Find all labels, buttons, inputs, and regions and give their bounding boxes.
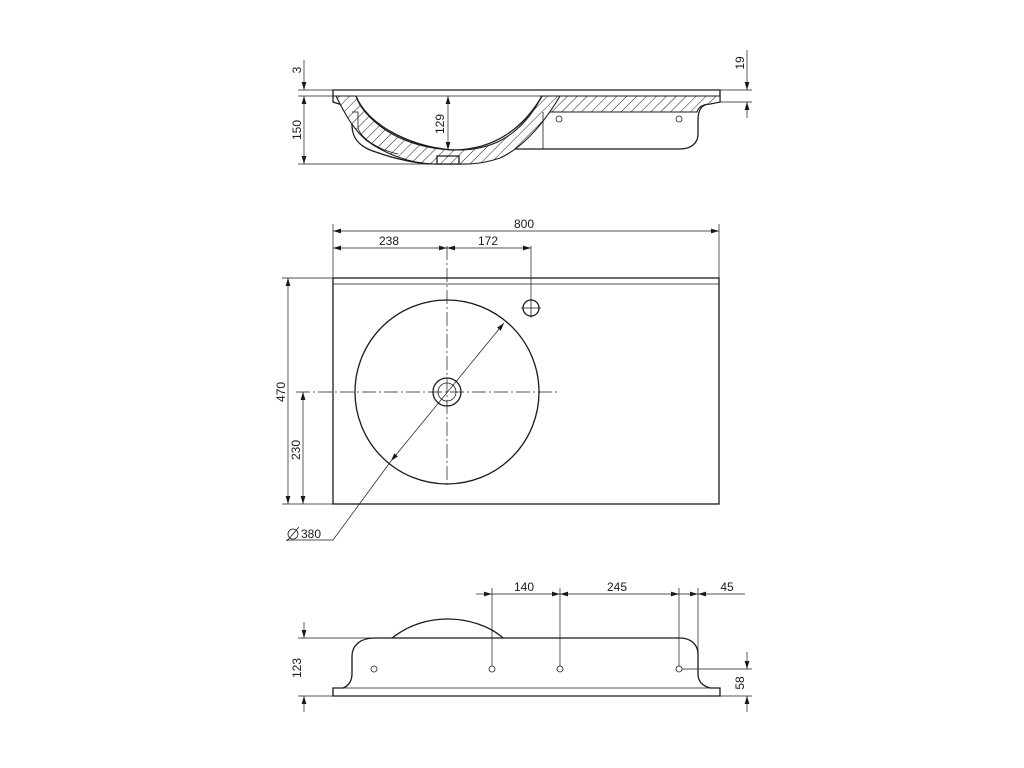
basin-hatch-section bbox=[335, 95, 561, 165]
dim-label-129: 129 bbox=[433, 114, 447, 134]
dim-label-140: 140 bbox=[514, 580, 534, 594]
dim-label-172: 172 bbox=[478, 234, 498, 248]
diameter-symbol-icon bbox=[286, 526, 300, 542]
vanity-top-outline bbox=[332, 277, 720, 505]
dim-label-58: 58 bbox=[733, 676, 747, 690]
front-view: 140 245 45 123 58 bbox=[290, 580, 752, 712]
front-hole-2 bbox=[488, 665, 496, 673]
front-hole-4 bbox=[675, 665, 683, 673]
dim-label-238: 238 bbox=[379, 234, 399, 248]
front-hole-3 bbox=[556, 665, 564, 673]
diameter-leader bbox=[286, 460, 392, 541]
dim-label-245: 245 bbox=[607, 580, 627, 594]
dim-label-800: 800 bbox=[514, 217, 534, 231]
plan-view: 800 238 172 470 230 380 bbox=[274, 217, 720, 542]
front-outline bbox=[332, 637, 721, 697]
basin-bulge bbox=[391, 618, 504, 639]
dim-label-19: 19 bbox=[733, 56, 747, 70]
dim-label-230: 230 bbox=[289, 440, 303, 460]
dim-label-123: 123 bbox=[290, 658, 304, 678]
dim-label-470: 470 bbox=[274, 382, 288, 402]
under-skirt-line bbox=[352, 111, 399, 155]
front-hole-1 bbox=[370, 665, 378, 673]
dim-label-3: 3 bbox=[290, 66, 304, 73]
mount-hole-right bbox=[675, 115, 683, 123]
drain-slot bbox=[436, 155, 460, 165]
dim-label-150: 150 bbox=[290, 120, 304, 140]
slab-hatch-section bbox=[540, 95, 721, 113]
dim-label-380: 380 bbox=[301, 527, 321, 541]
section-view: 3 150 129 19 bbox=[290, 50, 752, 165]
dim-arrow bbox=[390, 322, 505, 462]
dim-label-45: 45 bbox=[720, 580, 734, 594]
basin-inner-curve bbox=[355, 95, 543, 151]
mount-hole-left bbox=[555, 115, 563, 123]
